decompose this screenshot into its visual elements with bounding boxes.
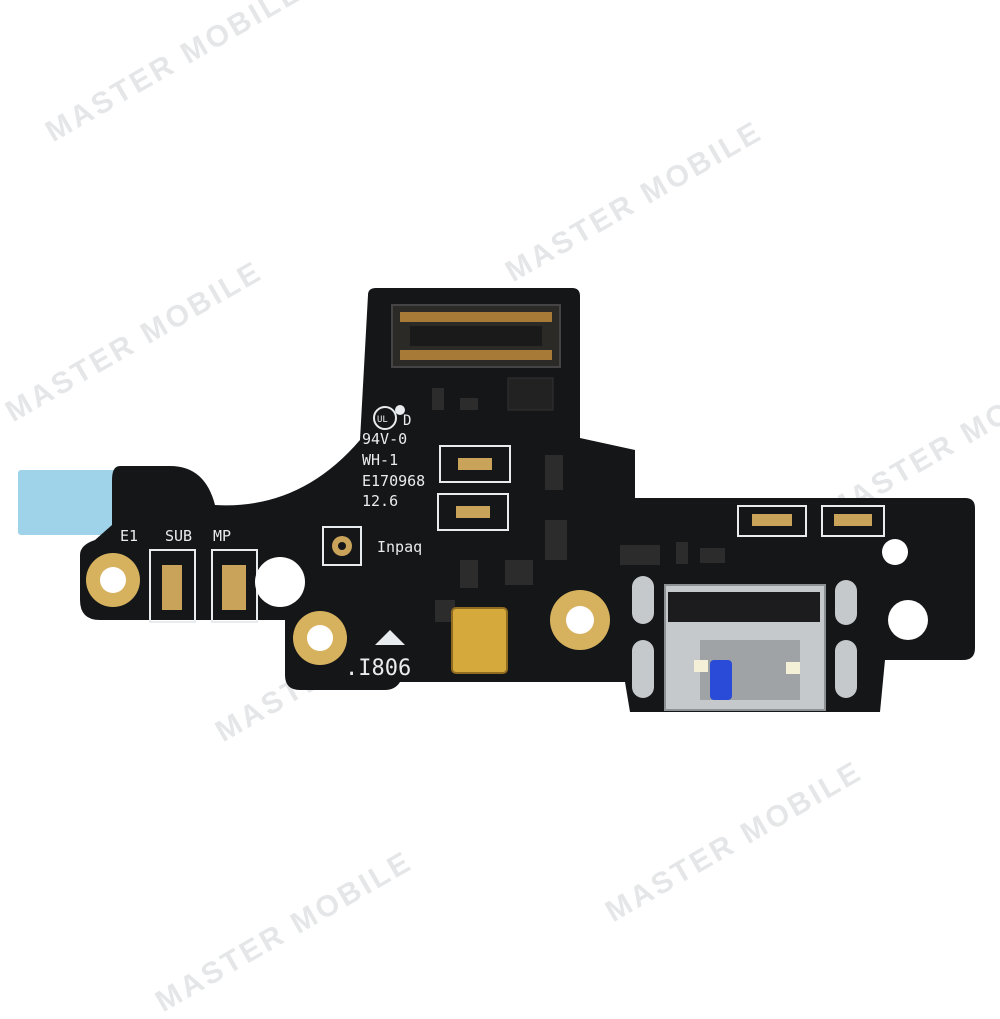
ul-mark <box>373 406 397 430</box>
connector-center <box>410 326 542 346</box>
label-d: D <box>403 413 411 429</box>
label-date-code: .I806 <box>345 656 411 681</box>
test-pads <box>149 445 885 623</box>
label-code-wh: WH-1 <box>362 451 398 469</box>
led-blue <box>710 660 732 700</box>
label-version: 12.6 <box>362 492 398 510</box>
manufacturer-logo <box>375 630 405 645</box>
connector-pins <box>400 312 552 360</box>
led-right <box>786 662 800 674</box>
solder-tabs <box>632 576 857 698</box>
led-left <box>694 660 708 672</box>
label-mp: MP <box>213 527 231 545</box>
label-maker: Inpaq <box>377 538 422 556</box>
antenna-connector <box>322 526 362 566</box>
label-rating: 94V-0 <box>362 430 407 448</box>
ic-chip <box>507 377 554 411</box>
blue-tape <box>18 470 118 535</box>
label-sub: SUB <box>165 527 192 545</box>
usb-port-opening <box>668 592 820 622</box>
smd-components <box>432 388 725 622</box>
label-ul: UL <box>377 415 388 425</box>
mounting-holes <box>86 539 928 665</box>
microphone <box>451 607 508 674</box>
label-e1: E1 <box>120 527 138 545</box>
label-ul-file: E170968 <box>362 472 425 490</box>
